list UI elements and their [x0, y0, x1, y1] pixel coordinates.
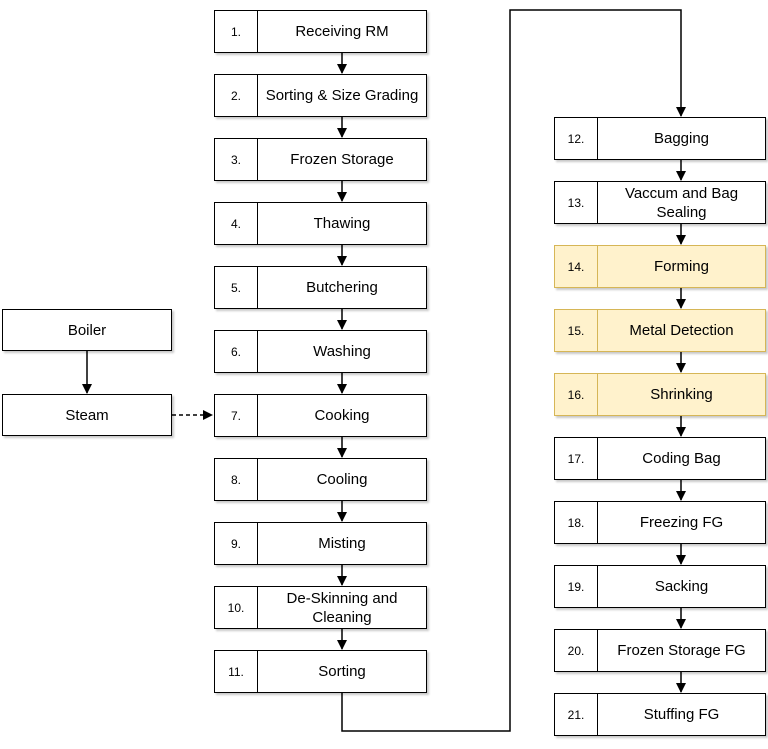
step-label: Thawing [313, 215, 371, 232]
step-number: 5. [215, 267, 258, 308]
step-label: Bagging [653, 130, 710, 147]
step-number: 21. [555, 694, 598, 735]
step-label: Stuffing FG [643, 706, 720, 723]
step-box-6: 6. Washing [214, 330, 427, 373]
step-number: 8. [215, 459, 258, 500]
step-label: Misting [318, 535, 366, 552]
step-box-10: 10. De-Skinning and Cleaning [214, 586, 427, 629]
step-label: Sorting [318, 663, 366, 680]
step-label: Freezing FG [639, 514, 724, 531]
step-box-20: 20. Frozen Storage FG [554, 629, 766, 672]
step-label: Vaccum and Bag Sealing [624, 184, 739, 221]
step-number: 10. [215, 587, 258, 628]
step-number: 15. [555, 310, 598, 351]
steam-label: Steam [65, 406, 109, 424]
step-label: Sacking [654, 578, 709, 595]
step-label: Receiving RM [295, 23, 389, 40]
step-box-9: 9. Misting [214, 522, 427, 565]
step-box-21: 21. Stuffing FG [554, 693, 766, 736]
step-number: 3. [215, 139, 258, 180]
step-number: 14. [555, 246, 598, 287]
step-box-17: 17. Coding Bag [554, 437, 766, 480]
step-box-13: 13. Vaccum and Bag Sealing [554, 181, 766, 224]
step-box-5: 5. Butchering [214, 266, 427, 309]
step-box-12: 12. Bagging [554, 117, 766, 160]
step-number: 1. [215, 11, 258, 52]
step-label: Frozen Storage [290, 151, 394, 168]
step-number: 9. [215, 523, 258, 564]
step-box-18: 18. Freezing FG [554, 501, 766, 544]
step-number: 6. [215, 331, 258, 372]
step-label: Metal Detection [629, 322, 734, 339]
step-number: 16. [555, 374, 598, 415]
step-label: Washing [313, 343, 371, 360]
step-box-16: 16. Shrinking [554, 373, 766, 416]
boiler-label: Boiler [67, 321, 107, 339]
step-box-19: 19. Sacking [554, 565, 766, 608]
step-label: Cooking [314, 407, 370, 424]
step-box-15: 15. Metal Detection [554, 309, 766, 352]
step-label: Coding Bag [642, 450, 721, 467]
step-box-1: 1. Receiving RM [214, 10, 427, 53]
step-label: Butchering [306, 279, 378, 296]
boiler-box: Boiler [2, 309, 172, 351]
step-box-3: 3. Frozen Storage [214, 138, 427, 181]
step-label: Shrinking [650, 386, 713, 403]
step-number: 7. [215, 395, 258, 436]
step-box-8: 8. Cooling [214, 458, 427, 501]
step-label: Forming [653, 258, 709, 275]
step-number: 11. [215, 651, 258, 692]
step-box-2: 2. Sorting & Size Grading [214, 74, 427, 117]
step-box-4: 4. Thawing [214, 202, 427, 245]
step-number: 13. [555, 182, 598, 223]
step-number: 18. [555, 502, 598, 543]
step-label: Cooling [316, 471, 368, 488]
step-number: 20. [555, 630, 598, 671]
step-label: De-Skinning and Cleaning [286, 589, 398, 626]
step-box-11: 11. Sorting [214, 650, 427, 693]
step-label: Sorting & Size Grading [265, 87, 419, 104]
step-box-7: 7. Cooking [214, 394, 427, 437]
step-box-14: 14. Forming [554, 245, 766, 288]
step-label: Frozen Storage FG [617, 642, 746, 659]
steam-box: Steam [2, 394, 172, 436]
step-number: 4. [215, 203, 258, 244]
step-number: 12. [555, 118, 598, 159]
step-number: 19. [555, 566, 598, 607]
step-number: 2. [215, 75, 258, 116]
step-number: 17. [555, 438, 598, 479]
